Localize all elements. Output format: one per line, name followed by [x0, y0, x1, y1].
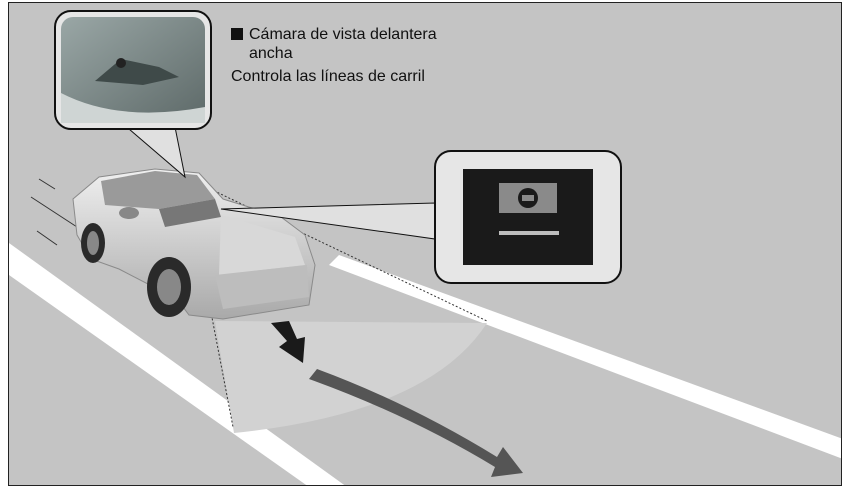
- motion-line-3: [36, 230, 58, 246]
- lane-line-right: [329, 255, 841, 459]
- caption-description: Controla las líneas de carril: [231, 68, 425, 85]
- direction-arrow-icon: [271, 321, 305, 363]
- caption-title-row: Cámara de vista delantera: [231, 25, 531, 44]
- lane-keeping-warning-icon: [518, 188, 538, 208]
- scene-graphics: [9, 10, 841, 485]
- illustration-scene: Cámara de vista delantera ancha Controla…: [8, 2, 842, 486]
- caption-title-line2: ancha: [249, 45, 293, 62]
- camera-icon: [95, 59, 179, 85]
- camera-field-of-view: [215, 321, 487, 433]
- motion-line-2: [30, 196, 78, 228]
- fov-boundary-left: [184, 176, 234, 428]
- motion-line-1: [38, 178, 56, 190]
- bullet-square-icon: [231, 28, 243, 40]
- camera-caption: Cámara de vista delantera ancha Controla…: [231, 25, 531, 86]
- caption-title-line1: Cámara de vista delantera: [249, 26, 437, 43]
- curved-trajectory-arrow-icon: [309, 369, 523, 477]
- vehicle-illustration: [72, 168, 316, 320]
